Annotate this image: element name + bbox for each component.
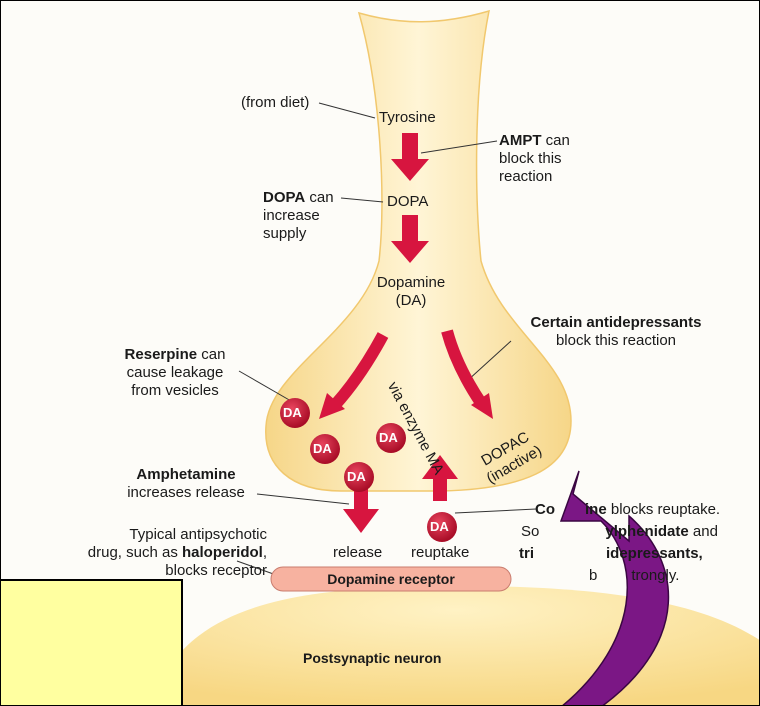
leader-from-diet (319, 103, 375, 118)
label-cocaine-bold: Co (535, 501, 555, 518)
label-ampt: AMPT can block this reaction (499, 132, 570, 186)
label-dopamine: Dopamine (DA) (371, 274, 451, 310)
label-dopa-rest: can (305, 189, 333, 206)
label-antipsychotic: Typical antipsychotic drug, such as halo… (7, 526, 267, 580)
label-antipsych-prefix: drug, such as (88, 544, 182, 561)
label-meth-rest: and (689, 523, 718, 540)
label-strongly: b trongly. (589, 567, 679, 585)
label-antidepressants: Certain antidepressants block this react… (501, 314, 731, 350)
vesicle-label-3: DA (379, 429, 398, 447)
label-strongly-rest: trongly. (631, 567, 679, 584)
label-reuptake: reuptake (411, 544, 469, 562)
label-dopa-line3: supply (263, 225, 306, 242)
vesicle-label-1: DA (283, 404, 302, 422)
label-amphetamine: Amphetamine increases release (111, 466, 261, 502)
label-dopamine-receptor: Dopamine receptor (271, 570, 511, 588)
label-amph-line2: increases release (127, 484, 245, 501)
label-tyrosine: Tyrosine (379, 109, 436, 127)
label-antidep-line2: block this reaction (556, 332, 676, 349)
label-antipsych-suffix: , (263, 544, 267, 561)
label-antidep-bold: Certain antidepressants (531, 314, 702, 331)
label-meth-prefix: So (521, 523, 539, 540)
label-ampt-line2: block this (499, 150, 562, 167)
label-reserpine-line2: cause leakage (127, 364, 224, 381)
label-from-diet: (from diet) (241, 94, 309, 112)
arrow-release (343, 487, 379, 533)
vesicle-label-5: DA (430, 518, 449, 536)
label-cocaine-bold2: ine (585, 501, 607, 518)
label-release: release (333, 544, 382, 562)
label-cocaine-rest: blocks reuptake. (607, 501, 720, 518)
leader-dopa (341, 198, 383, 202)
label-reserpine: Reserpine can cause leakage from vesicle… (105, 346, 245, 400)
label-ampt-line3: reaction (499, 168, 552, 185)
label-antipsych-line1: Typical antipsychotic (129, 526, 267, 543)
label-dopa-supply: DOPA can increase supply (263, 189, 334, 243)
label-amph-bold: Amphetamine (136, 466, 235, 483)
label-antipsych-line3: blocks receptor (165, 562, 267, 579)
label-tri-bold: tri (519, 545, 534, 562)
label-reserpine-bold: Reserpine (125, 346, 198, 363)
vesicle-label-4: DA (347, 468, 366, 486)
yellow-note-box (0, 579, 183, 706)
label-methylphenidate: So ylphenidate and (521, 523, 718, 541)
label-tricyclic: tri idepressants, (519, 545, 703, 563)
label-meth-bold: ylphenidate (605, 523, 688, 540)
leader-cocaine (455, 509, 536, 513)
label-postsynaptic-neuron: Postsynaptic neuron (303, 649, 441, 667)
vesicle-label-2: DA (313, 440, 332, 458)
label-dopamine-abbr: (DA) (396, 292, 427, 309)
label-dopa-line2: increase (263, 207, 320, 224)
label-strongly-prefix: b (589, 567, 597, 584)
label-dopamine-name: Dopamine (377, 274, 445, 291)
leader-amph (257, 494, 349, 504)
label-ampt-rest: can (542, 132, 570, 149)
label-tri-bold2: idepressants, (606, 545, 703, 562)
label-ampt-bold: AMPT (499, 132, 542, 149)
label-reserpine-line3: from vesicles (131, 382, 219, 399)
label-dopa-bold: DOPA (263, 189, 305, 206)
label-cocaine: Co ine blocks reuptake. (535, 501, 720, 519)
label-antipsych-bold: haloperidol (182, 544, 263, 561)
label-reserpine-rest: can (197, 346, 225, 363)
label-dopa: DOPA (387, 193, 428, 211)
